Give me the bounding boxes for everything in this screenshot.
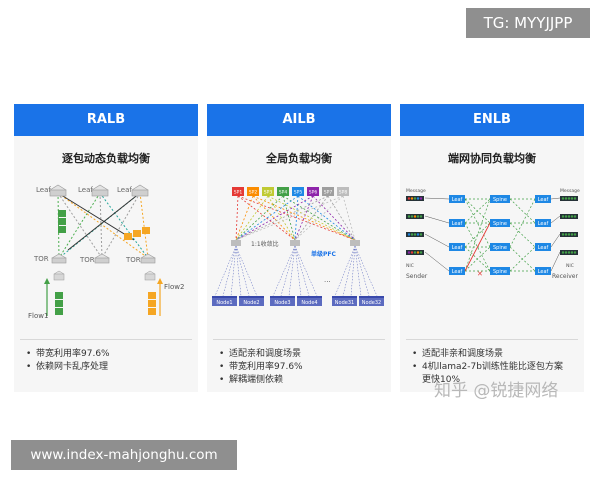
sender-side: Message NIC Sender [406,188,450,280]
tor-switch-2: TOR [79,253,110,264]
server-left [53,270,65,281]
bullet-item: •解耦端侧依赖 [219,375,284,385]
tor-label: TOR [79,256,95,264]
spine-label: SP4 [279,190,288,196]
spine-column: Spine Spine Spine Spine [490,195,510,275]
node-label: Node3 [274,300,290,306]
bullet-item: •带宽利用率97.6% [219,362,303,372]
spine-label: SP5 [294,190,303,196]
pfc-label: 单级PFC [311,250,336,258]
leaf-label: Leaf [538,245,549,251]
bullet-item: •适配亲和调度场景 [219,349,302,359]
leaf-tor-links [57,192,149,259]
tor-label: TOR [125,256,141,264]
spine-label: SP3 [264,190,273,196]
spine-mesh [235,195,356,241]
card-ralb: RALB 逐包动态负载均衡 Leaf Leaf [14,104,198,392]
side-label: Message [560,188,580,194]
side-label: Receiver [552,273,578,280]
spine-label: SP2 [249,190,258,196]
flow-label: Flow2 [164,283,184,291]
leaf-label: Leaf [452,269,463,275]
spine-label: SP1 [234,190,243,196]
corner-tag: TG: MYYJJPP [466,8,590,38]
node-label: Node31 [335,300,354,306]
bullet-item-continuation: 更快10% [422,375,461,385]
spine-label: Spine [493,245,507,251]
leaf-switch-row [231,240,360,246]
card-divider [213,339,385,340]
flow2: Flow2 [148,278,184,316]
card-title: 全局负载均衡 [266,152,332,165]
receiver-leaf-column: Leaf Leaf Leaf Leaf [535,195,551,275]
side-label: NIC [566,263,574,269]
side-label: Sender [406,273,428,280]
bullet-item: •适配非亲和调度场景 [412,349,504,359]
packet-stack-green [58,210,66,233]
watermark: 知乎 @锐捷网络 [434,381,559,401]
card-header: AILB [207,104,391,136]
tor-switch-3: TOR [125,253,156,264]
spine-switch-row: SP1 SP2 SP3 SP4 SP5 SP6 SP7 SP8 [232,187,349,196]
card-header: RALB [14,104,198,136]
sender-leaf-column: Leaf Leaf Leaf Leaf [449,195,465,275]
side-label: NIC [406,263,414,269]
bullet-item: •4机llama2-7b训练性能比逐包方案 [412,362,563,372]
ellipsis: ... [324,276,331,284]
leaf-switch-2: Leaf [78,184,109,197]
server-right [144,270,156,281]
bullet-list: •带宽利用率97.6% •依赖网卡乱序处理 [26,348,190,374]
leaf-label: Leaf [452,221,463,227]
receiver-side: Message NIC Receiver [550,188,580,280]
card-divider [20,339,192,340]
spine-label: SP8 [339,190,348,196]
bottom-url-tag: www.index-mahjonghu.com [11,440,237,470]
tor-label: TOR [33,255,49,263]
node-label: Node32 [362,300,381,306]
card-title: 逐包动态负载均衡 [62,152,150,165]
leaf-switch-3: Leaf [117,184,149,197]
node-label: Node4 [301,300,317,306]
card-divider [406,339,578,340]
bullet-item: •依赖网卡乱序处理 [26,362,109,372]
card-header: ENLB [400,104,584,136]
bullet-list: •适配非亲和调度场景 •4机llama2-7b训练性能比逐包方案 更快10% [412,348,576,387]
leaf-label: Leaf [538,269,549,275]
leaf-label: Leaf [117,186,132,194]
flow-label: Flow1 [28,312,48,320]
leaf-label: Leaf [452,197,463,203]
node-boxes: Node1 Node2 Node3 Node4 Node31 Node32 [212,296,384,306]
ralb-diagram: Leaf Leaf Leaf TOR [28,184,184,320]
card-title: 端网协同负载均衡 [448,152,536,165]
spine-label: Spine [493,269,507,275]
packet-stack-orange [124,227,150,240]
spine-label: Spine [493,197,507,203]
node-fan-links [214,245,378,297]
tor-switch-1: TOR [33,253,67,264]
flow1: Flow1 [28,278,63,320]
cross-mark: ✕ [477,270,483,278]
enlb-diagram: ✕ Message NIC Sender Leaf Leaf Leaf [406,188,580,280]
card-enlb: ENLB 端网协同负载均衡 ✕ Message [400,104,584,392]
side-label: Message [406,188,426,194]
bullet-list: •适配亲和调度场景 •带宽利用率97.6% •解耦端侧依赖 [219,348,383,387]
leaf-label: Leaf [452,245,463,251]
leaf-spine-links [464,198,536,272]
leaf-label: Leaf [538,197,549,203]
leaf-label: Leaf [36,186,51,194]
bullet-item: •带宽利用率97.6% [26,349,110,359]
card-ailb: AILB 全局负载均衡 [207,104,391,392]
spine-label: SP7 [324,190,333,196]
convergence-ratio-label: 1:1收敛比 [251,240,279,248]
node-label: Node2 [243,300,259,306]
leaf-label: Leaf [78,186,93,194]
leaf-label: Leaf [538,221,549,227]
leaf-switch-1: Leaf [36,184,67,197]
spine-label: SP6 [309,190,318,196]
ailb-diagram: SP1 SP2 SP3 SP4 SP5 SP6 SP7 SP8 1:1收敛比 单… [212,187,384,306]
spine-label: Spine [493,221,507,227]
node-label: Node1 [216,300,232,306]
